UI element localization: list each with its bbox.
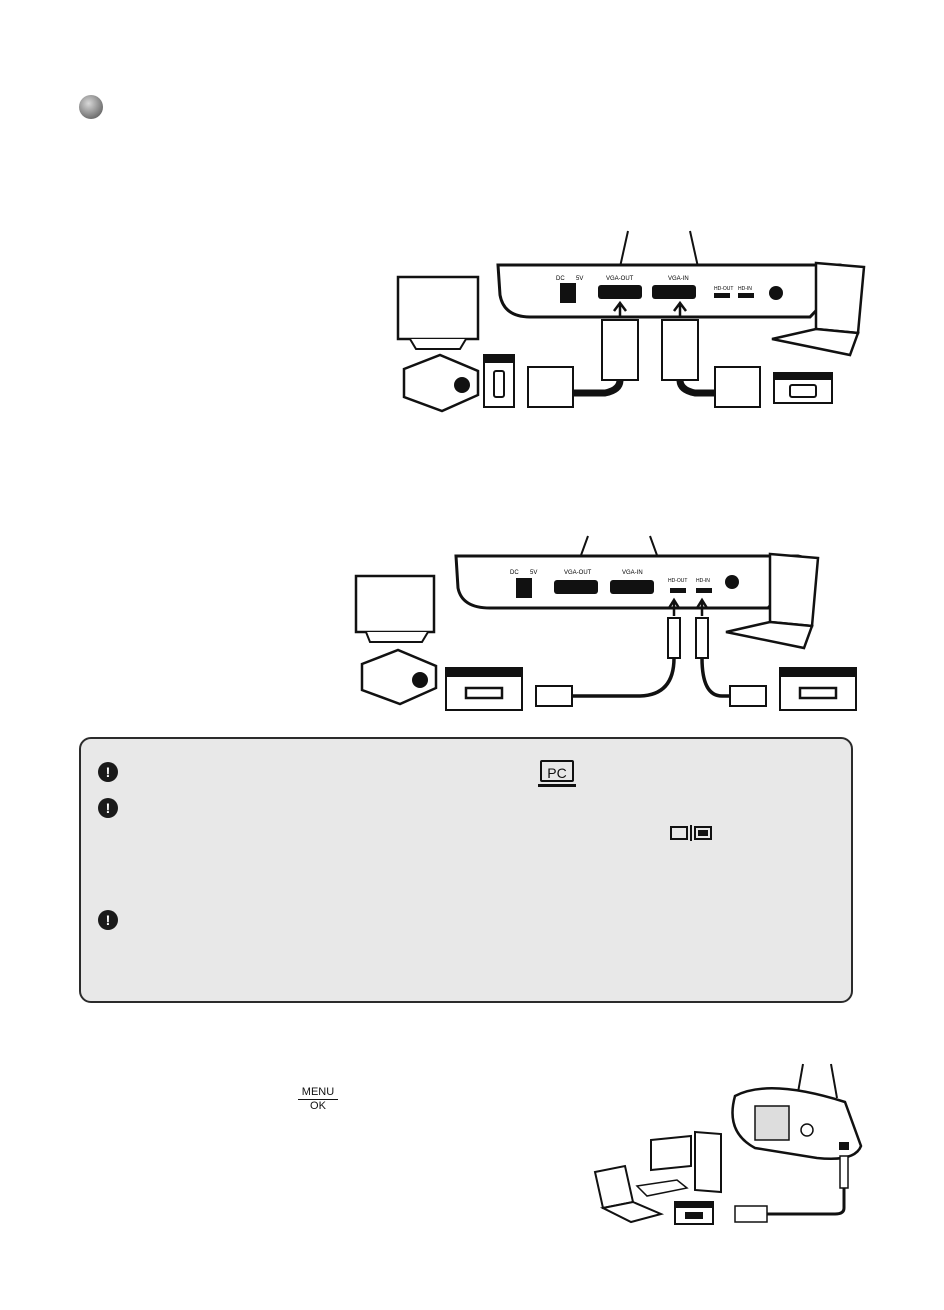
projector-icon	[402, 353, 480, 413]
port-label-hd-in: HD-IN	[696, 578, 710, 584]
port-label-dc: DC	[556, 276, 565, 282]
display-mode-icon	[670, 825, 712, 841]
port-label-hd-in: HD-IN	[738, 286, 752, 292]
hdmi-connection-diagram: DC 5V VGA-OUT VGA-IN HD-OUT HD-IN	[354, 535, 857, 711]
section-bullet-icon	[79, 95, 103, 119]
port-label-5v: 5V	[530, 570, 537, 576]
usb-connection-diagram	[593, 1063, 863, 1225]
vga-connector-icon	[483, 354, 515, 408]
warning-icon: !	[98, 798, 118, 818]
port-label-vga-out: VGA-OUT	[606, 276, 634, 282]
port-label-hd-out: HD-OUT	[714, 286, 733, 292]
warning-icon: !	[98, 762, 118, 782]
pc-source-icon: PC	[538, 760, 576, 787]
desktop-computer-icon	[635, 1130, 722, 1197]
notes-panel	[79, 737, 853, 1003]
laptop-icon	[771, 261, 866, 357]
port-label-dc: DC	[510, 570, 519, 576]
port-label-vga-in: VGA-IN	[668, 276, 689, 282]
menu-ok-button-icon: MENU OK	[298, 1086, 338, 1113]
menu-label: MENU	[298, 1086, 338, 1100]
warning-icon: !	[98, 910, 118, 930]
hdmi-connector-icon	[445, 667, 523, 711]
monitor-icon	[396, 275, 480, 350]
usb-connector-icon	[839, 1155, 849, 1189]
vga-connection-diagram: DC 5V VGA-OUT VGA-IN HD-OUT HD-IN	[396, 230, 866, 413]
port-label-vga-in: VGA-IN	[622, 570, 643, 576]
port-label-hd-out: HD-OUT	[668, 578, 687, 584]
ok-label: OK	[310, 1100, 326, 1112]
port-label-5v: 5V	[576, 276, 583, 282]
port-label-vga-out: VGA-OUT	[564, 570, 592, 576]
